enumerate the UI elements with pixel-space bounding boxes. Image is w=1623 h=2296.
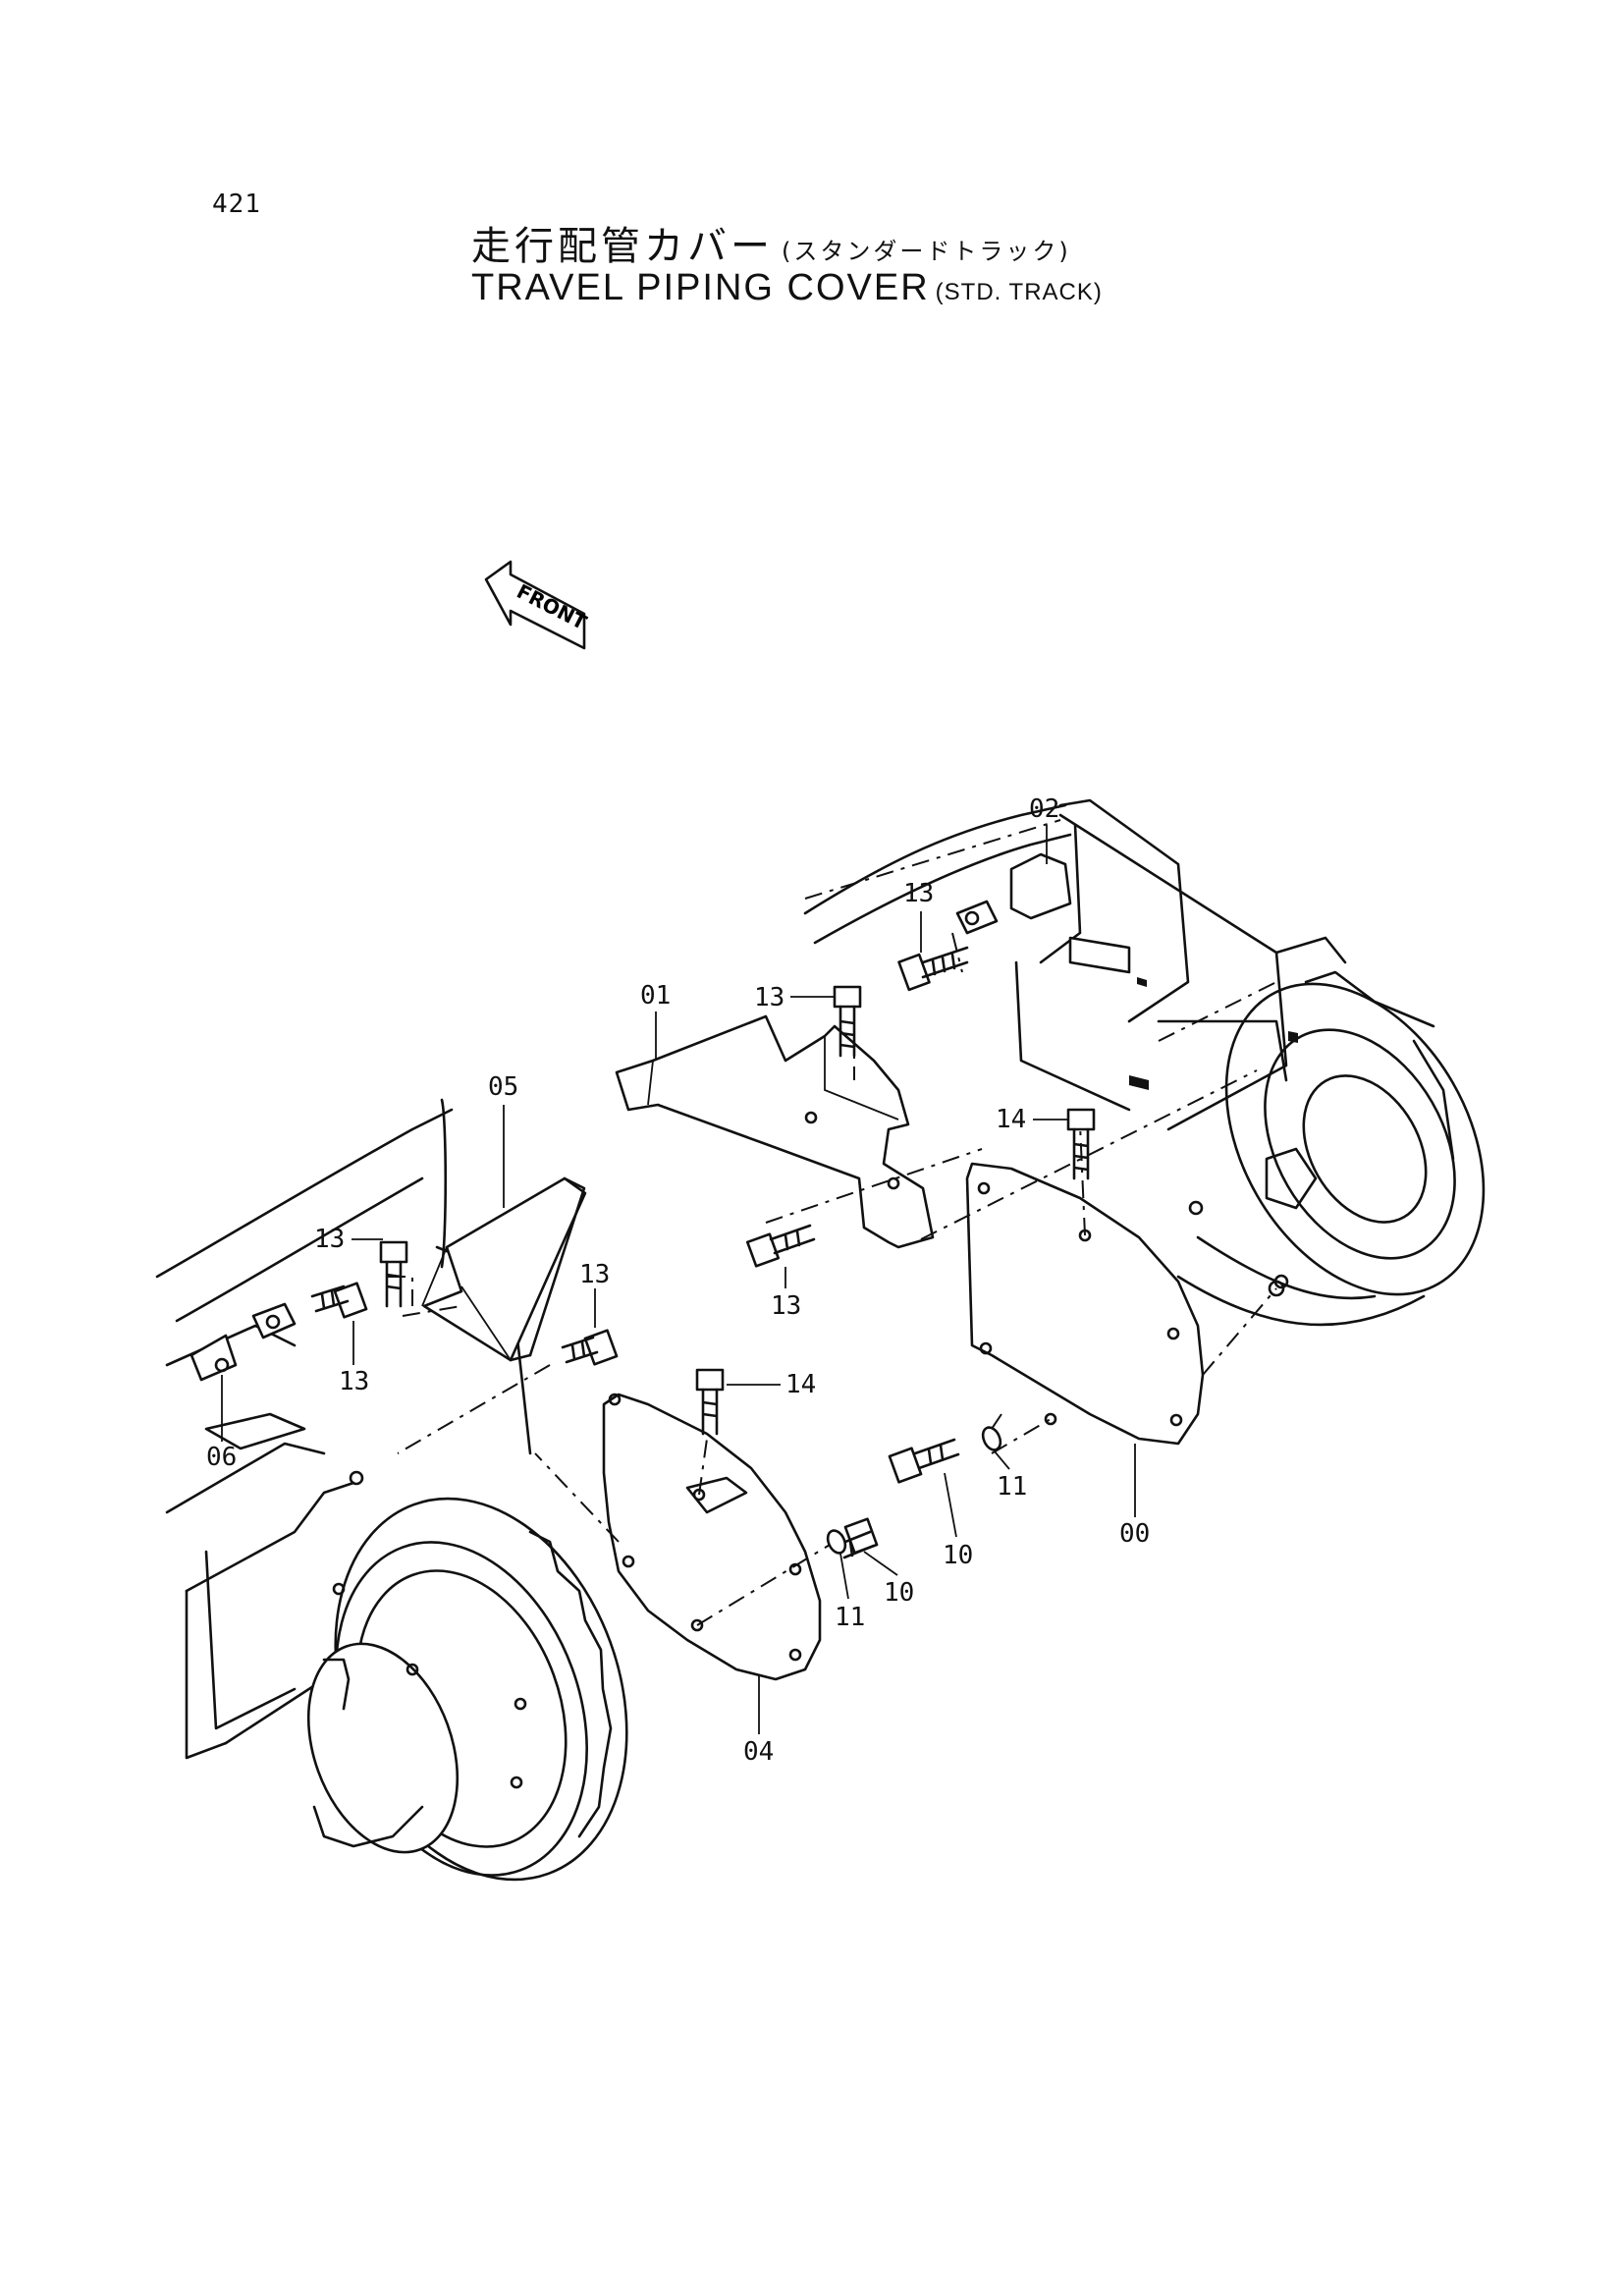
callout-11: 11	[994, 1450, 1027, 1502]
svg-text:13: 13	[754, 983, 784, 1012]
callout-02: 02	[1029, 794, 1059, 864]
part-06-bracket	[189, 1302, 297, 1382]
title-english-sub: (STD. TRACK)	[935, 279, 1103, 305]
title-japanese: 走行配管カバー (スタンダードトラック)	[471, 214, 1071, 271]
part-05-cover	[422, 1176, 587, 1362]
callout-13: 13	[579, 1260, 610, 1328]
bolt-13-icon	[897, 946, 969, 992]
bolts	[310, 946, 1096, 1559]
washer-11-icon	[826, 1529, 847, 1555]
callout-13: 13	[771, 1267, 801, 1321]
svg-text:13: 13	[579, 1260, 610, 1289]
svg-text:04: 04	[743, 1737, 774, 1767]
callout-14: 14	[727, 1370, 816, 1399]
bolt-13-icon	[379, 1240, 408, 1308]
bolt-13-icon	[745, 1224, 816, 1268]
svg-text:10: 10	[943, 1541, 973, 1570]
callout-05: 05	[488, 1072, 518, 1208]
page-number: 421	[212, 190, 261, 219]
svg-text:01: 01	[640, 981, 671, 1011]
svg-text:06: 06	[206, 1443, 237, 1472]
callout-04: 04	[743, 1674, 774, 1767]
bolt-14-icon	[695, 1368, 725, 1436]
title-english-main: TRAVEL PIPING COVER	[471, 267, 930, 308]
callout-01: 01	[640, 981, 671, 1059]
svg-text:13: 13	[314, 1225, 345, 1254]
callout-06: 06	[206, 1375, 237, 1472]
bolt-13-icon	[310, 1282, 368, 1319]
callout-13: 13	[903, 879, 934, 953]
svg-text:02: 02	[1029, 794, 1059, 824]
callouts: 02 13 13 01 05 13 13 13 13 14 14 06 04 1…	[206, 794, 1150, 1767]
bolt-14-icon	[1066, 1108, 1096, 1180]
svg-text:14: 14	[996, 1105, 1026, 1134]
svg-text:14: 14	[785, 1370, 816, 1399]
callout-13: 13	[314, 1225, 383, 1254]
svg-text:11: 11	[835, 1603, 865, 1632]
title-japanese-sub: (スタンダードトラック)	[782, 238, 1071, 265]
svg-text:13: 13	[903, 879, 934, 908]
svg-text:05: 05	[488, 1072, 518, 1102]
washer-11-icon	[981, 1426, 1002, 1451]
bolt-13-icon	[833, 985, 862, 1058]
svg-text:13: 13	[339, 1367, 369, 1396]
lower-frame	[155, 1098, 628, 1882]
callout-13: 13	[339, 1321, 369, 1396]
part-00-cover	[965, 1162, 1205, 1446]
part-01-cover	[615, 1014, 935, 1249]
part-04-cover	[602, 1393, 822, 1681]
bolt-10-icon	[839, 1517, 879, 1559]
svg-text:13: 13	[771, 1291, 801, 1321]
callout-10: 10	[863, 1551, 914, 1608]
title-japanese-main: 走行配管カバー	[471, 224, 774, 269]
callout-11: 11	[835, 1553, 865, 1632]
bolt-13-icon	[561, 1329, 619, 1366]
callout-14: 14	[996, 1105, 1068, 1134]
callout-00: 00	[1119, 1444, 1150, 1549]
part-02-bracket	[955, 852, 1072, 935]
callout-10: 10	[943, 1472, 973, 1570]
upper-frame	[803, 798, 1486, 1327]
title-english: TRAVEL PIPING COVER(STD. TRACK)	[471, 267, 1103, 309]
bolt-10-icon	[888, 1438, 960, 1484]
front-arrow-icon: FRONT	[484, 560, 591, 650]
callout-13: 13	[754, 983, 835, 1012]
svg-text:10: 10	[884, 1578, 914, 1608]
svg-text:00: 00	[1119, 1519, 1150, 1549]
svg-text:11: 11	[997, 1472, 1027, 1502]
